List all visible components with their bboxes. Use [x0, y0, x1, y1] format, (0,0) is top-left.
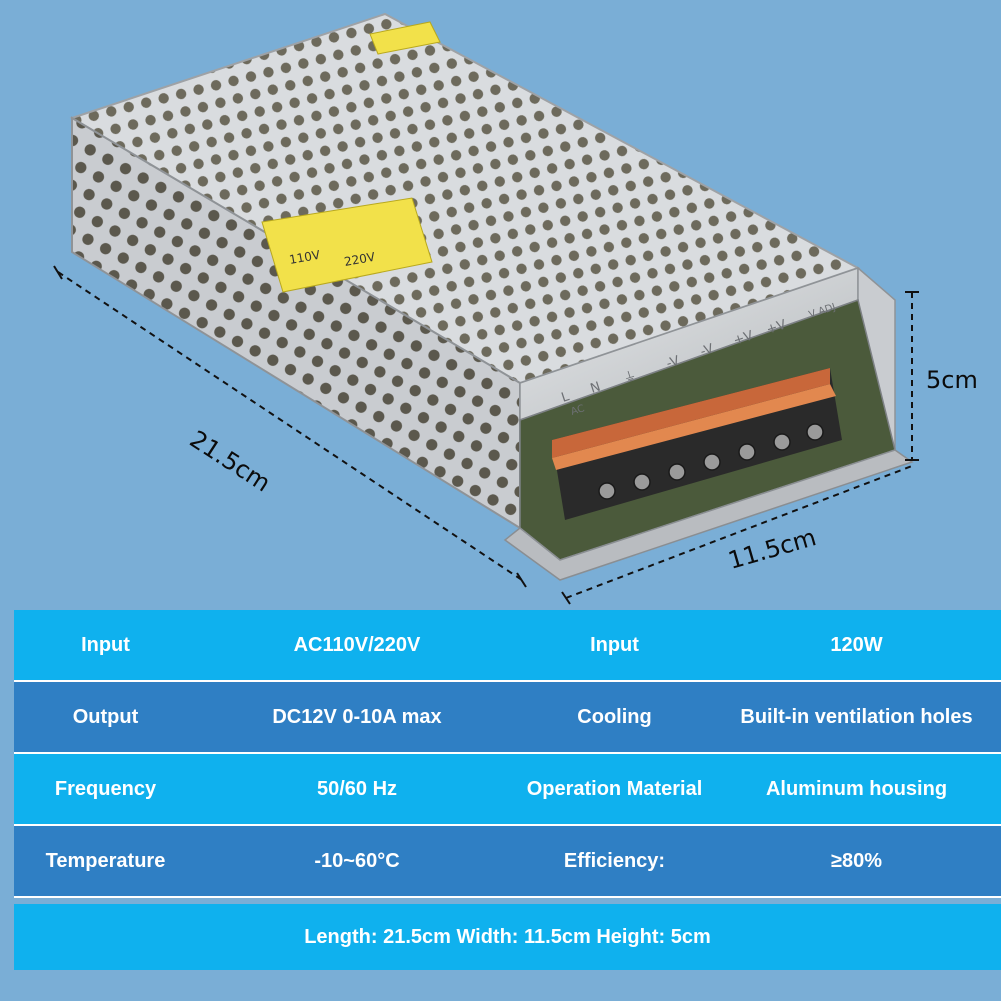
svg-text:+V: +V — [765, 317, 789, 337]
spec-label: Input — [590, 634, 639, 656]
dimensions-summary: Length: 21.5cm Width: 11.5cm Height: 5cm — [14, 904, 1001, 970]
spec-label: Operation Material — [526, 778, 703, 800]
spec-value: -10~60°C — [314, 850, 400, 872]
spec-row: Input AC110V/220V Input 120W — [14, 610, 1001, 682]
svg-text:-V: -V — [699, 342, 716, 360]
spec-value: ≥80% — [830, 850, 882, 872]
spec-row: Output DC12V 0-10A max Cooling Built-in … — [14, 682, 1001, 754]
spec-value: AC110V/220V — [293, 634, 421, 656]
spec-value: Aluminum housing — [765, 778, 948, 800]
spec-value: Built-in ventilation holes — [740, 706, 973, 728]
svg-text:110V: 110V — [288, 248, 322, 267]
dimension-lines — [57, 271, 913, 599]
spec-label: Frequency — [54, 778, 157, 800]
terminal-block — [552, 368, 842, 520]
spec-value: 120W — [830, 634, 883, 656]
svg-text:+V: +V — [732, 328, 756, 348]
spec-value: 50/60 Hz — [316, 778, 398, 800]
svg-text:N: N — [589, 380, 603, 397]
spec-row: Frequency 50/60 Hz Operation Material Al… — [14, 754, 1001, 826]
svg-text:AC: AC — [570, 403, 586, 418]
spec-table: Input AC110V/220V Input 120W Output DC12… — [14, 610, 1001, 970]
spec-label: Efficiency: — [563, 850, 666, 872]
power-supply-illustration: 110V 220V L N ⏚ -V -V +V +V AC V ADJ — [53, 12, 919, 605]
spec-label: Output — [72, 706, 139, 728]
spec-row: Temperature -10~60°C Efficiency: ≥80% — [14, 826, 1001, 898]
svg-text:-V: -V — [665, 354, 682, 372]
spec-label: Cooling — [577, 706, 652, 728]
spec-value: DC12V 0-10A max — [272, 706, 442, 728]
svg-text:220V: 220V — [343, 250, 377, 269]
svg-text:⏚: ⏚ — [622, 369, 639, 387]
spec-label: Input — [81, 634, 130, 656]
height-dimension-label: 5cm — [926, 366, 978, 394]
spec-label: Temperature — [45, 850, 166, 872]
voltage-warning-sticker: 110V 220V — [261, 197, 433, 293]
